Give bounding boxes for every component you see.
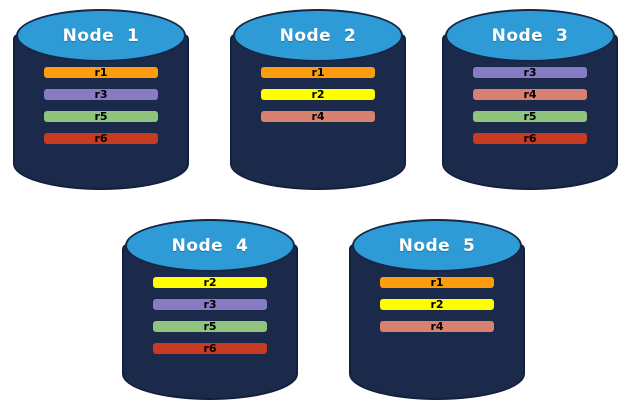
database-cylinder-top: Node 3 <box>445 9 615 62</box>
replica-bar: r6 <box>43 132 159 145</box>
replica-bar: r5 <box>152 320 268 333</box>
database-cylinder-top: Node 5 <box>352 219 522 272</box>
replica-bar: r3 <box>152 298 268 311</box>
node-3-cylinder: Node 3 r3 r4 r5 r6 <box>442 8 618 190</box>
replica-bar: r4 <box>472 88 588 101</box>
node-title: Node 4 <box>171 235 249 256</box>
replica-list: r1 r3 r5 r6 <box>13 66 189 145</box>
node-4-cylinder: Node 4 r2 r3 r5 r6 <box>122 218 298 400</box>
node-2-cylinder: Node 2 r1 r2 r4 <box>230 8 406 190</box>
database-cylinder-top: Node 1 <box>16 9 186 62</box>
replica-list: r1 r2 r4 <box>230 66 406 123</box>
replica-bar: r2 <box>260 88 376 101</box>
replica-bar: r2 <box>152 276 268 289</box>
replica-bar: r6 <box>152 342 268 355</box>
node-title: Node 5 <box>398 235 476 256</box>
replica-bar: r1 <box>43 66 159 79</box>
replica-bar: r3 <box>472 66 588 79</box>
node-1-cylinder: Node 1 r1 r3 r5 r6 <box>13 8 189 190</box>
node-title: Node 1 <box>62 25 140 46</box>
replica-bar: r1 <box>260 66 376 79</box>
replica-bar: r5 <box>43 110 159 123</box>
replica-bar: r4 <box>379 320 495 333</box>
replica-list: r2 r3 r5 r6 <box>122 276 298 355</box>
replica-list: r3 r4 r5 r6 <box>442 66 618 145</box>
replica-bar: r1 <box>379 276 495 289</box>
replica-bar: r6 <box>472 132 588 145</box>
node-5-cylinder: Node 5 r1 r2 r4 <box>349 218 525 400</box>
database-cylinder-top: Node 4 <box>125 219 295 272</box>
replica-bar: r2 <box>379 298 495 311</box>
replica-bar: r5 <box>472 110 588 123</box>
database-cylinder-top: Node 2 <box>233 9 403 62</box>
replica-list: r1 r2 r4 <box>349 276 525 333</box>
replica-bar: r4 <box>260 110 376 123</box>
node-title: Node 2 <box>279 25 357 46</box>
node-title: Node 3 <box>491 25 569 46</box>
replica-bar: r3 <box>43 88 159 101</box>
